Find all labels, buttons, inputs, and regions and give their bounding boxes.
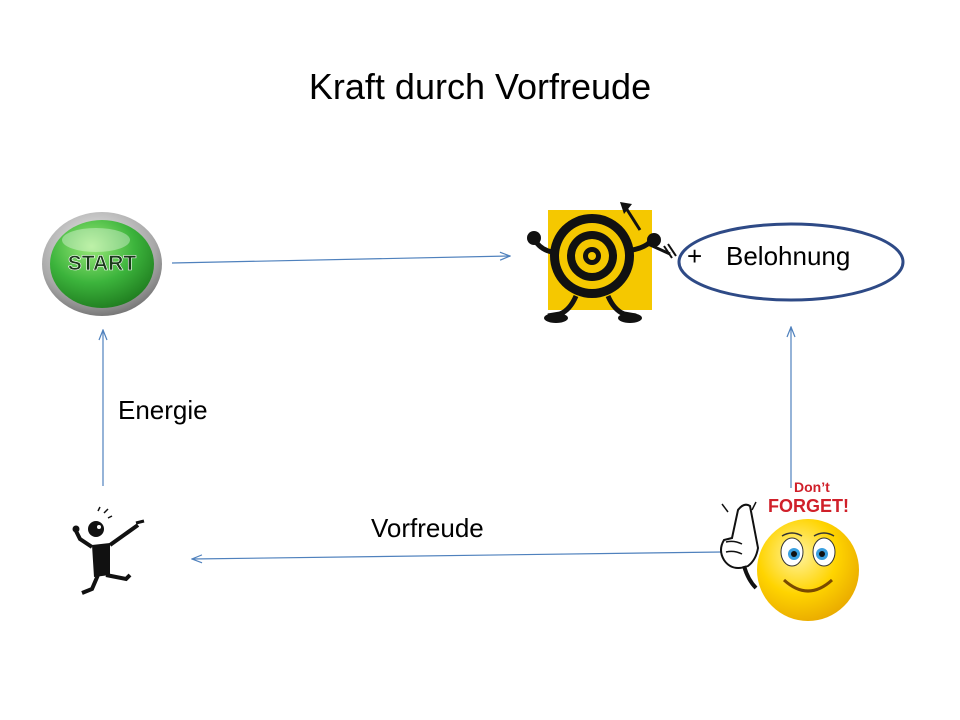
arrow-reminder-to-person xyxy=(192,551,723,559)
energy-label: Energie xyxy=(118,395,208,425)
reminder-text-line1: Don’t xyxy=(794,479,830,495)
running-person-icon xyxy=(72,506,145,595)
reward-label: Belohnung xyxy=(726,241,851,271)
slide-title: Kraft durch Vorfreude xyxy=(308,66,652,107)
reminder-text-line2: FORGET! xyxy=(768,496,849,516)
reward-plus-sign: + xyxy=(687,241,703,271)
reward-ellipse xyxy=(677,222,905,302)
dont-forget-smiley-icon: Don’t FORGET! xyxy=(720,479,859,621)
start-button-icon: START xyxy=(42,212,162,316)
target-mascot-icon xyxy=(527,202,677,323)
start-button-text: START xyxy=(68,252,137,275)
anticipation-label: Vorfreude xyxy=(371,513,484,543)
arrow-start-to-target xyxy=(171,256,510,264)
